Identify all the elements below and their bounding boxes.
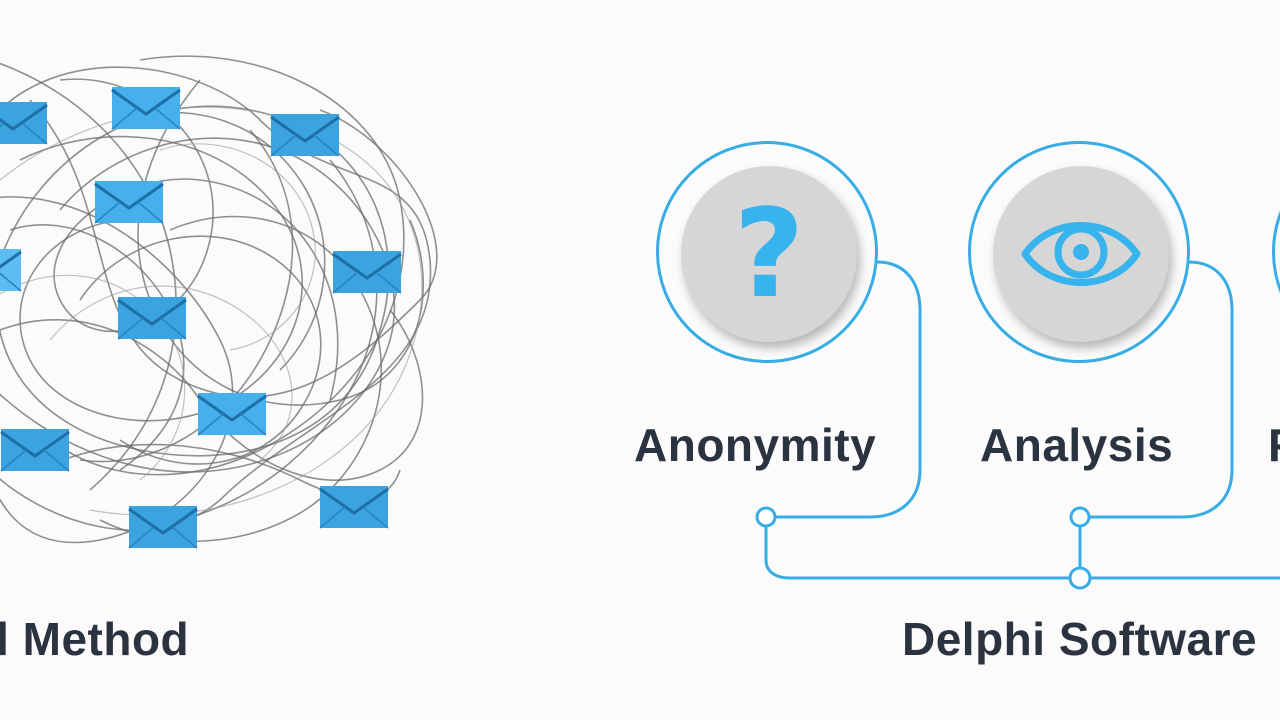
envelope-icon	[94, 180, 164, 224]
connector-node	[1068, 566, 1092, 590]
analysis-label: Analysis	[980, 419, 1174, 471]
anonymity-badge: ?	[656, 141, 878, 363]
left-panel-caption: al Method	[0, 613, 190, 665]
question-mark-icon: ?	[733, 183, 805, 325]
right-panel-caption: Delphi Software	[902, 613, 1258, 665]
envelope-icon	[332, 250, 402, 294]
envelope-icon	[111, 86, 181, 130]
connector-node	[1069, 506, 1091, 528]
envelope-icon	[319, 485, 389, 529]
connector-node	[755, 506, 777, 528]
envelope-icon	[0, 101, 48, 145]
envelope-icon	[0, 248, 22, 292]
partial-feature-label: F	[1268, 418, 1280, 472]
analysis-disk	[993, 166, 1169, 342]
analysis-badge	[968, 141, 1190, 363]
envelope-icon	[270, 113, 340, 157]
envelope-icon	[197, 392, 267, 436]
envelope-icon	[0, 428, 70, 472]
eye-icon	[1021, 222, 1141, 286]
anonymity-disk: ?	[681, 166, 857, 342]
envelope-icon	[117, 296, 187, 340]
envelope-icon	[128, 505, 198, 549]
anonymity-label: Anonymity	[634, 419, 877, 471]
